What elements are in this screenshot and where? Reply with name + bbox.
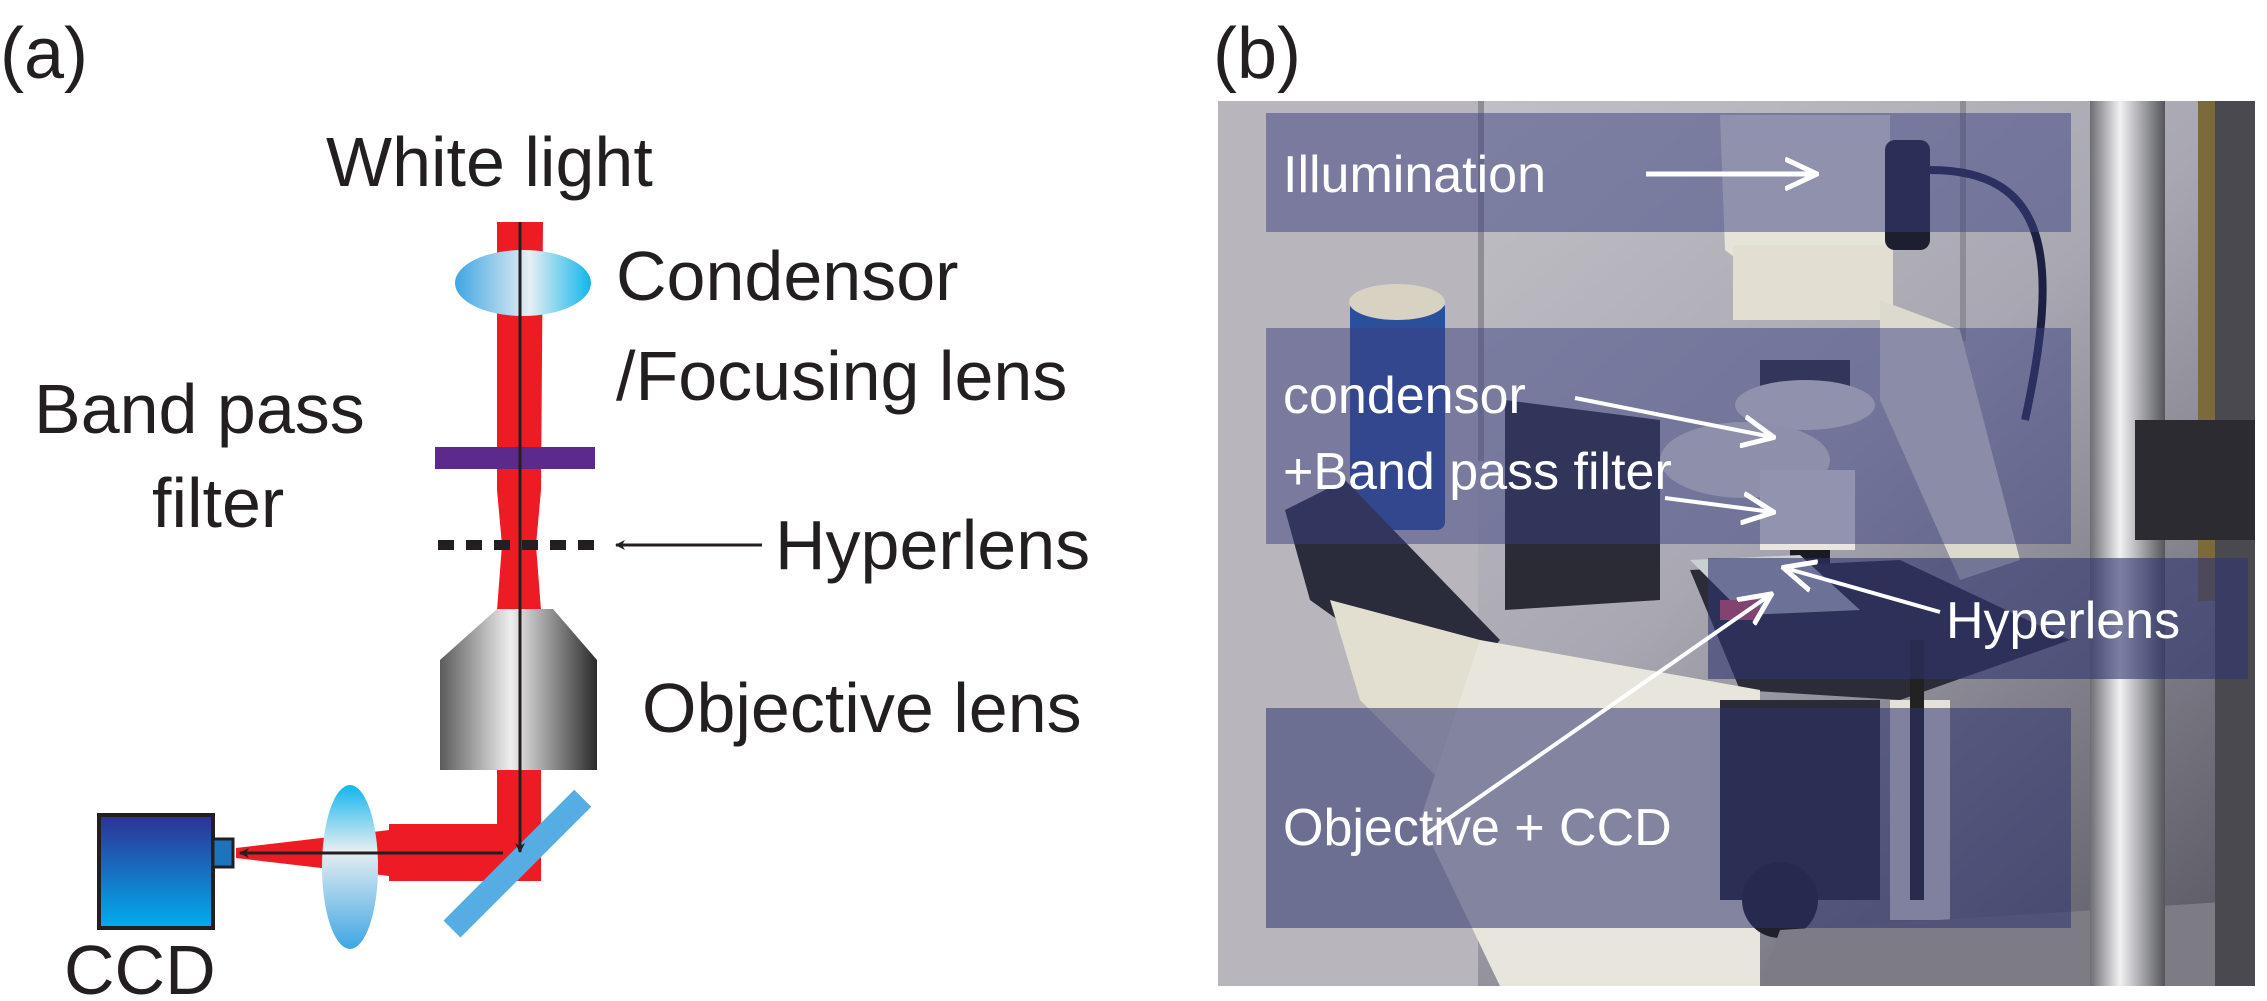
condensor-photo-label: condensor xyxy=(1283,367,1526,425)
hyperlens-photo-arrow xyxy=(1785,568,1941,614)
objective-lens-label: Objective lens xyxy=(642,669,1082,747)
mirror xyxy=(443,789,592,938)
objective-ccd-label: Objective + CCD xyxy=(1283,799,1672,857)
condensor-overlay xyxy=(1266,328,2071,544)
illumination-label: Illumination xyxy=(1283,146,1546,204)
band-pass-photo-label: +Band pass filter xyxy=(1283,443,1672,501)
white-light-label: White light xyxy=(326,123,653,201)
hyperlens-photo-label: Hyperlens xyxy=(1946,592,2180,650)
imaging-lens xyxy=(322,785,378,949)
filter-label: filter xyxy=(152,464,284,542)
band-pass-arrow xyxy=(1664,498,1772,512)
panel-a-label: (a) xyxy=(0,14,88,94)
focusing-lens-label: /Focusing lens xyxy=(616,337,1067,415)
condensor-lens xyxy=(455,250,591,316)
condensor-arrow xyxy=(1574,396,1772,437)
condensor-label: Condensor xyxy=(616,237,958,315)
panel-b-photo: (b) xyxy=(1213,14,2255,986)
ccd-camera xyxy=(97,813,215,930)
objective-arrow xyxy=(1423,595,1770,837)
ccd-label: CCD xyxy=(64,931,216,1001)
panel-a-schematic: (a) White light Condensor /Focusing lens… xyxy=(0,14,1090,1001)
band-pass-filter xyxy=(435,447,595,469)
panel-b-label: (b) xyxy=(1213,14,1301,94)
hyperlens-label: Hyperlens xyxy=(775,506,1090,584)
objective-overlay xyxy=(1266,708,2071,928)
band-pass-label: Band pass xyxy=(34,370,365,448)
ccd-connector xyxy=(211,837,235,869)
